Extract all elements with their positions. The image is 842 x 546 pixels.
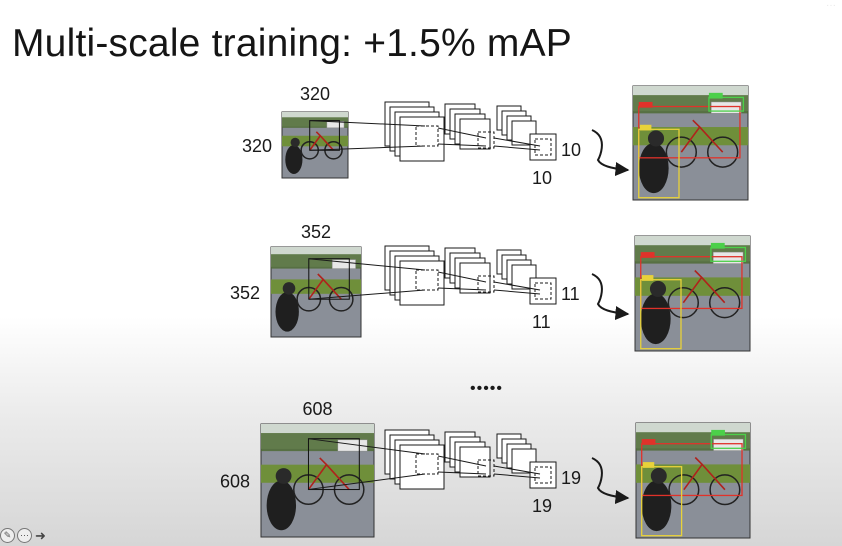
scale-row: 352 352 11 11 <box>230 222 751 352</box>
output-width-label: 10 <box>561 140 581 160</box>
output-width-label: 11 <box>561 284 580 304</box>
more-scales-ellipsis: ••••• <box>470 380 503 397</box>
input-height-label: 608 <box>220 472 250 492</box>
slide-controls[interactable]: ✎ ⋯ ➜ <box>0 528 47 543</box>
cnn-network <box>309 101 557 162</box>
output-detection-image <box>635 422 751 539</box>
scale-row: 320 320 10 10 <box>242 84 749 201</box>
output-height-label: 10 <box>532 168 552 188</box>
output-grid <box>529 461 557 489</box>
cnn-network <box>308 429 557 491</box>
output-grid <box>529 133 557 161</box>
input-height-label: 352 <box>230 283 260 303</box>
next-slide-icon[interactable]: ➜ <box>35 528 46 543</box>
input-image <box>281 111 349 179</box>
menu-icon[interactable]: ⋯ <box>17 528 32 543</box>
pointer-icon[interactable]: ✎ <box>0 528 15 543</box>
output-grid <box>529 277 557 305</box>
cnn-network <box>308 245 557 306</box>
input-height-label: 320 <box>242 136 272 156</box>
output-height-label: 19 <box>532 496 552 516</box>
curved-arrow-icon <box>591 457 630 505</box>
input-image <box>270 246 362 338</box>
curved-arrow-icon <box>591 273 630 321</box>
scale-row: 608 608 19 19 <box>220 399 751 539</box>
corner-indicator: ··· <box>826 0 836 11</box>
output-width-label: 19 <box>561 468 581 488</box>
input-image <box>260 423 375 538</box>
output-height-label: 11 <box>532 312 551 332</box>
input-width-label: 320 <box>300 84 330 104</box>
slide-title: Multi-scale training: +1.5% mAP <box>12 22 573 65</box>
output-detection-image <box>634 235 751 352</box>
curved-arrow-icon <box>591 129 630 177</box>
output-detection-image <box>632 85 749 201</box>
input-width-label: 608 <box>302 399 332 419</box>
input-width-label: 352 <box>301 222 331 242</box>
